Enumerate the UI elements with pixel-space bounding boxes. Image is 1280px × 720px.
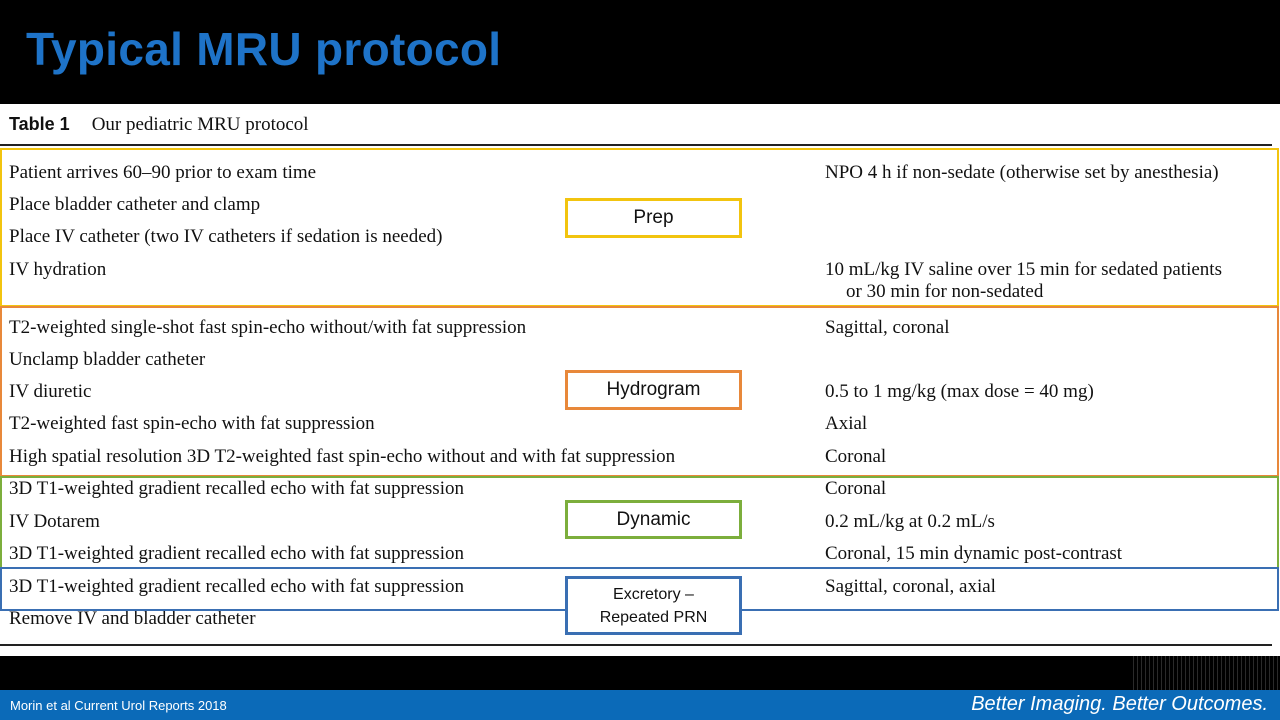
detail-cell: Sagittal, coronal bbox=[825, 317, 950, 338]
step-cell: IV diuretic bbox=[9, 381, 92, 402]
detail-line-2: or 30 min for non-sedated bbox=[846, 281, 1044, 302]
dynamic-label: Dynamic bbox=[565, 500, 742, 539]
dark-strip bbox=[0, 656, 1280, 690]
step-cell: Patient arrives 60–90 prior to exam time bbox=[9, 162, 317, 183]
tagline-text: Better Imaging. Better Outcomes. bbox=[971, 693, 1268, 715]
step-cell: High spatial resolution 3D T2-weighted f… bbox=[9, 446, 676, 467]
title-bar: Typical MRU protocol bbox=[0, 0, 1280, 104]
table-bottom-rule bbox=[0, 644, 1272, 646]
detail-cell: 0.5 to 1 mg/kg (max dose = 40 mg) bbox=[825, 381, 1094, 402]
excretory-label-line-1: Excretory – bbox=[613, 585, 694, 603]
detail-cell: Sagittal, coronal, axial bbox=[825, 576, 996, 597]
detail-cell: Coronal bbox=[825, 446, 887, 467]
detail-cell: Axial bbox=[825, 413, 868, 434]
detail-cell: Coronal bbox=[825, 478, 887, 499]
detail-cell: Coronal, 15 min dynamic post-contrast bbox=[825, 543, 1123, 564]
footer-bar: Morin et al Current Urol Reports 2018 Be… bbox=[0, 690, 1280, 720]
detail-line-1: 10 mL/kg IV saline over 15 min for sedat… bbox=[825, 259, 1222, 280]
step-cell: Remove IV and bladder catheter bbox=[9, 608, 256, 629]
table-caption-text: Our pediatric MRU protocol bbox=[91, 114, 309, 135]
step-cell: 3D T1-weighted gradient recalled echo wi… bbox=[9, 576, 464, 597]
step-cell: T2-weighted single-shot fast spin-echo w… bbox=[9, 317, 527, 338]
detail-cell: 0.2 mL/kg at 0.2 mL/s bbox=[825, 511, 995, 532]
step-cell: IV Dotarem bbox=[9, 511, 100, 532]
step-cell: 3D T1-weighted gradient recalled echo wi… bbox=[9, 543, 464, 564]
slide-title: Typical MRU protocol bbox=[26, 23, 502, 75]
step-cell: Place bladder catheter and clamp bbox=[9, 194, 261, 215]
step-cell: T2-weighted fast spin-echo with fat supp… bbox=[9, 413, 375, 434]
step-cell: Unclamp bladder catheter bbox=[9, 349, 206, 370]
step-cell: IV hydration bbox=[9, 259, 107, 280]
excretory-label: Excretory – Repeated PRN bbox=[565, 576, 742, 635]
step-cell: Place IV catheter (two IV catheters if s… bbox=[9, 226, 443, 247]
table-panel: Table 1 Our pediatric MRU protocol Patien… bbox=[0, 104, 1280, 656]
hydrogram-label: Hydrogram bbox=[565, 370, 742, 410]
citation-text: Morin et al Current Urol Reports 2018 bbox=[10, 698, 227, 713]
excretory-label-line-2: Repeated PRN bbox=[599, 608, 708, 626]
prep-label: Prep bbox=[565, 198, 742, 238]
detail-cell: NPO 4 h if non-sedate (otherwise set by … bbox=[825, 162, 1219, 183]
decorative-stripes bbox=[1130, 656, 1280, 690]
step-cell: 3D T1-weighted gradient recalled echo wi… bbox=[9, 478, 464, 499]
table-top-rule bbox=[0, 144, 1272, 146]
table-label: Table 1 bbox=[9, 114, 70, 134]
table-caption: Table 1 Our pediatric MRU protocol bbox=[9, 114, 309, 136]
detail-cell: 10 mL/kg IV saline over 15 min for sedat… bbox=[825, 259, 1222, 303]
